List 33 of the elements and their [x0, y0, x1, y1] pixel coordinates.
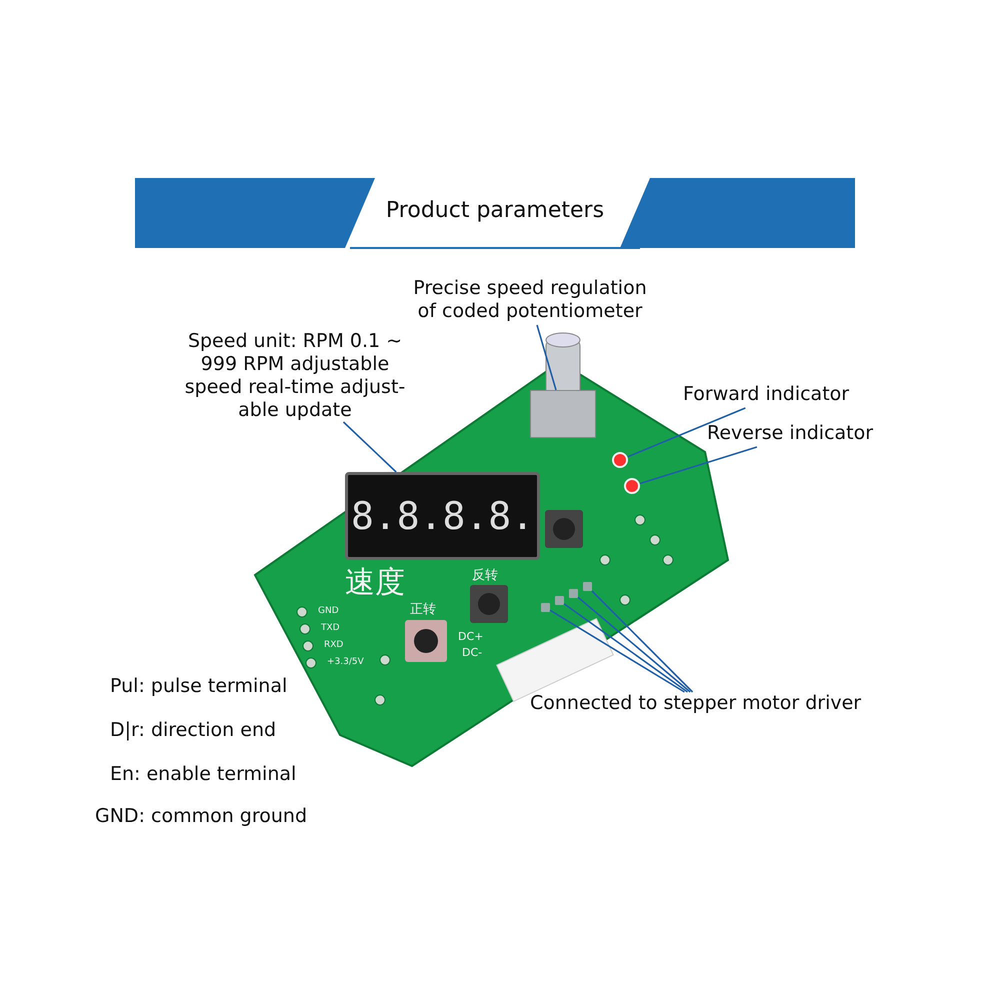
silkscreen-text: 正转 — [410, 601, 436, 618]
callout-text: Speed unit: RPM 0.1 ~ 999 RPM adjustable speed real-time adjust- able update — [175, 330, 415, 422]
callout-text: Precise speed regulation of coded potentiometer — [405, 277, 655, 325]
connector-pin — [541, 603, 550, 612]
leader-line — [640, 446, 758, 484]
silkscreen-text: GND — [318, 606, 339, 616]
leader-line — [564, 603, 688, 693]
potentiometer — [530, 390, 596, 438]
silkscreen-text: DC- — [462, 646, 482, 659]
silkscreen-text: TXD — [321, 623, 340, 633]
leader-line — [628, 407, 746, 458]
leader-line — [577, 596, 691, 693]
callout-text: Connected to stepper motor driver — [530, 692, 880, 717]
leader-line — [591, 590, 694, 693]
pin-description: Pul: pulse terminal — [110, 675, 288, 697]
callout-text: Reverse indicator — [707, 422, 887, 447]
callout-text: Forward indicator — [683, 383, 868, 408]
silkscreen-text: DC+ — [458, 630, 484, 643]
connector-pin — [555, 596, 564, 605]
leader-line — [342, 421, 397, 473]
connector-pin — [569, 589, 578, 598]
silkscreen-text: 速度 — [345, 564, 405, 602]
leader-line — [550, 610, 685, 693]
silkscreen-text: 反转 — [472, 567, 498, 584]
pin-description: D|r: direction end — [110, 719, 276, 741]
leader-line — [536, 324, 557, 390]
banner-title: Product parameters — [384, 198, 606, 223]
pin-description: En: enable terminal — [110, 763, 296, 785]
pin-description: GND: common ground — [95, 805, 308, 827]
seven-segment-display: 8.8.8.8. — [345, 472, 540, 560]
silkscreen-text: RXD — [324, 640, 344, 650]
silkscreen-text: +3.3/5V — [327, 657, 364, 667]
connector-pin — [583, 582, 592, 591]
